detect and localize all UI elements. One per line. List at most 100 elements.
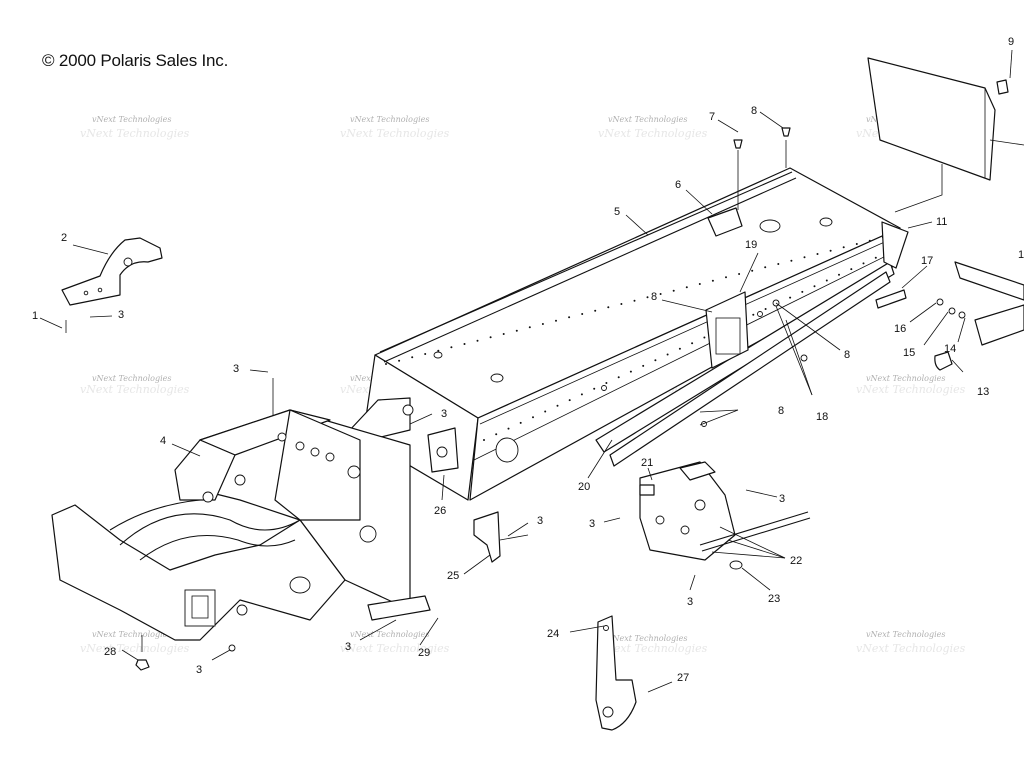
rivet [825, 279, 828, 282]
rivet [532, 416, 534, 419]
callout-19: 19 [745, 239, 757, 251]
watermark-ghost: vNext Technologies [856, 642, 966, 655]
rivet [476, 339, 479, 342]
rivet [495, 433, 498, 436]
rivet [483, 439, 485, 441]
callout-15: 15 [903, 347, 915, 359]
rivet [659, 293, 662, 295]
watermark-ghost: vNext Technologies [340, 642, 450, 655]
rivet [607, 306, 610, 309]
tunnel-frame [347, 167, 909, 501]
callout-6: 6 [675, 179, 681, 191]
rivet [855, 243, 858, 245]
rivet [801, 290, 804, 293]
callout-20: 20 [578, 481, 590, 493]
rivet [698, 283, 701, 285]
rivet [738, 273, 741, 275]
watermark: vNext Technologies [350, 630, 429, 639]
callout-3: 3 [118, 309, 124, 321]
leader-lines [39, 49, 1013, 693]
callout-7: 7 [709, 111, 715, 123]
rivet [874, 256, 877, 259]
callout-4: 4 [160, 435, 166, 447]
callout-3: 3 [441, 408, 447, 420]
watermark-ghost: vNext Technologies [340, 127, 450, 140]
rivet [672, 289, 675, 292]
rivet [777, 263, 780, 265]
callout-23: 23 [768, 593, 780, 605]
watermark-ghost: vNext Technologies [598, 642, 708, 655]
rivet [789, 296, 792, 299]
callout-1: 1 [1018, 249, 1024, 261]
rivet [642, 364, 645, 367]
rivet [850, 268, 853, 271]
rivet [620, 303, 623, 305]
rivet [678, 347, 681, 350]
callout-1: 1 [32, 310, 38, 322]
callout-3: 3 [537, 515, 543, 527]
rivet [751, 269, 754, 272]
rivet [568, 399, 571, 402]
watermark: vNext Technologies [92, 630, 171, 639]
rivet [685, 286, 688, 289]
copyright-notice: © 2000 Polaris Sales Inc. [42, 51, 229, 70]
callout-27: 27 [677, 672, 689, 684]
rivet [502, 333, 505, 335]
rivet [541, 323, 544, 325]
callout-29: 29 [418, 647, 430, 659]
rivet [617, 376, 620, 379]
rivet [633, 299, 636, 302]
rivet [862, 262, 865, 265]
rivet [515, 329, 518, 332]
callout-3: 3 [589, 518, 595, 530]
callout-24: 24 [547, 628, 559, 640]
rivet [838, 273, 840, 276]
rivet [629, 370, 632, 373]
rivet [556, 404, 559, 407]
watermark-ghost: vNext Technologies [80, 127, 190, 140]
callout-3: 3 [233, 363, 239, 375]
rivet [829, 249, 832, 252]
callout-3: 3 [687, 596, 693, 608]
rivet [424, 353, 427, 355]
callout-21: 21 [641, 457, 653, 469]
rivet [813, 285, 816, 288]
callout-2: 2 [61, 232, 67, 244]
watermark-ghost: vNext Technologies [598, 127, 708, 140]
rivet [646, 296, 649, 299]
watermark-ghost: vNext Technologies [80, 642, 190, 655]
rivet [463, 343, 466, 345]
rivet [725, 276, 727, 279]
rivet [764, 308, 767, 310]
front-bulkhead [51, 409, 411, 641]
callout-11: 11 [936, 216, 947, 228]
watermark: vNext Technologies [608, 115, 687, 124]
callout-8: 8 [651, 291, 657, 303]
rivet [411, 356, 414, 359]
rivet [519, 421, 522, 424]
callout-26: 26 [434, 505, 446, 517]
rivet [528, 326, 531, 329]
callout-3: 3 [345, 641, 351, 653]
callout-8: 8 [844, 349, 850, 361]
rivet [555, 319, 557, 322]
callout-8: 8 [778, 405, 784, 417]
rivet [594, 309, 597, 312]
rivet [605, 382, 608, 384]
rivet [752, 313, 755, 316]
callout-8: 8 [751, 105, 757, 117]
watermark-ghost: vNext Technologies [80, 383, 190, 396]
rivet [666, 353, 669, 356]
watermark-ghost: vNext Technologies [856, 383, 966, 396]
callout-9: 9 [1008, 36, 1014, 48]
rivet [580, 393, 583, 396]
watermark: vNext Technologies [92, 374, 171, 383]
rivet [711, 279, 714, 282]
rivet [764, 266, 767, 269]
watermark: vNext Technologies [92, 115, 171, 124]
rivet [803, 256, 806, 259]
callout-5: 5 [614, 206, 620, 218]
callout-14: 14 [944, 343, 956, 355]
callout-3: 3 [779, 493, 785, 505]
